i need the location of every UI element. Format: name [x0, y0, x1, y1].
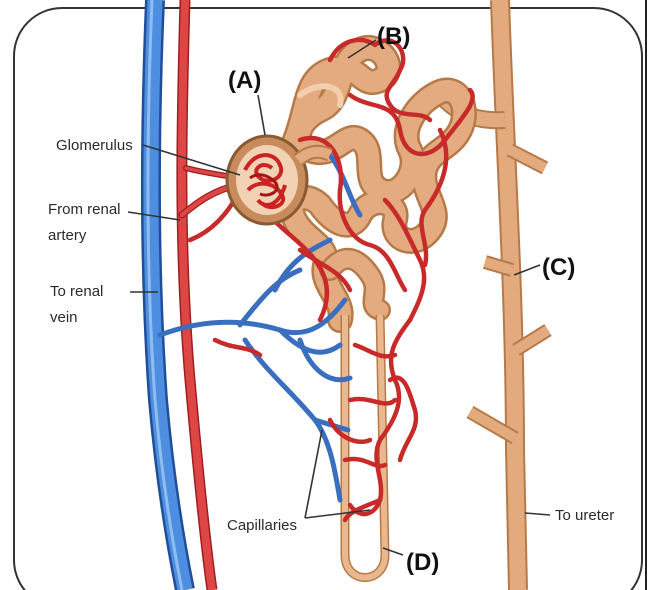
label-to-renal-vein-line1: To renal	[50, 283, 103, 300]
label-to-ureter: To ureter	[555, 507, 614, 524]
label-d: (D)	[406, 549, 439, 576]
label-to-renal-vein-line2: vein	[50, 309, 78, 326]
label-b: (B)	[377, 23, 410, 50]
label-glomerulus: Glomerulus	[56, 137, 133, 154]
label-capillaries: Capillaries	[227, 517, 297, 534]
label-a: (A)	[228, 67, 261, 94]
label-c: (C)	[542, 254, 575, 281]
label-from-renal-artery-line1: From renal	[48, 201, 121, 218]
label-from-renal-artery-line2: artery	[48, 227, 87, 244]
